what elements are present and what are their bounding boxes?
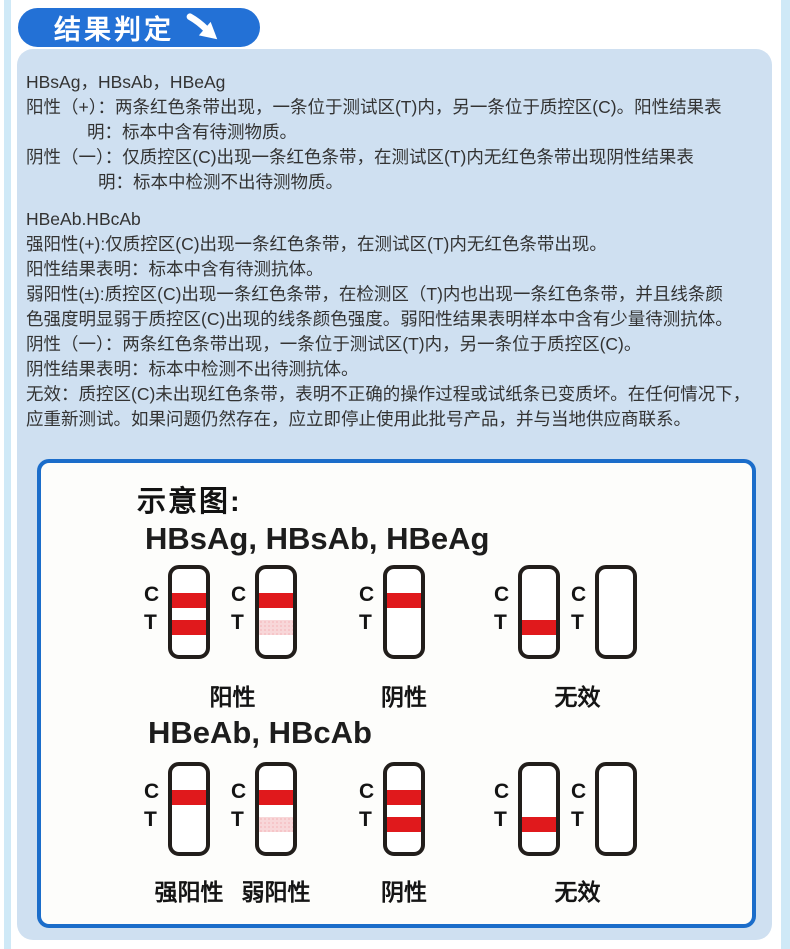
strip-cassette xyxy=(518,762,560,856)
result-section-heading: HBsAg，HBsAb，HBeAg xyxy=(26,72,226,92)
test-line-label: T xyxy=(571,808,584,831)
diagram-title: 示意图: xyxy=(137,486,242,518)
result-text-line: 阴性结果表明：标本中检测不出待测抗体。 xyxy=(26,359,359,379)
strip-result-caption: 阴性 xyxy=(381,684,427,710)
strip-cassette xyxy=(168,762,210,856)
control-band xyxy=(172,593,206,608)
result-text-line: 应重新测试。如果问题仍然存在，应立即停止使用此批号产品，并与当地供应商联系。 xyxy=(26,409,691,429)
result-text-line: 色强度明显弱于质控区(C)出现的线条颜色强度。弱阳性结果表明样本中含有少量待测抗… xyxy=(26,309,733,329)
result-section: HBsAg，HBsAb，HBeAg 阳性（+）：两条红色条带出现，一条位于测试区(… xyxy=(26,70,770,195)
result-text-line: 阴性（一）：两条红色条带出现，一条位于测试区(T)内，另一条位于质控区(C)。 xyxy=(26,334,642,354)
control-line-label: C xyxy=(144,583,160,606)
test-band xyxy=(387,817,421,832)
control-line-label: C xyxy=(231,780,247,803)
test-line-label: T xyxy=(359,808,372,831)
section-header-pill: 结果判定 xyxy=(18,8,260,47)
control-band xyxy=(387,593,421,608)
control-line-label: C xyxy=(571,583,587,606)
control-line-label: C xyxy=(494,583,510,606)
result-text-line: 阴性（一）：仅质控区(C)出现一条红色条带，在测试区(T)内无红色条带出现阴性结… xyxy=(26,147,694,167)
control-line-label: C xyxy=(359,780,375,803)
diagram-group-heading: HBeAb, HBcAb xyxy=(148,715,372,750)
test-line-label: T xyxy=(571,611,584,634)
control-line-label: C xyxy=(571,780,587,803)
strip-result-caption: 无效 xyxy=(554,879,601,905)
test-line-label: T xyxy=(144,611,157,634)
control-line-label: C xyxy=(144,780,160,803)
strip-cassette xyxy=(168,565,210,659)
result-section: HBeAb.HBcAb 强阳性(+):仅质控区(C)出现一条红色条带，在测试区(T… xyxy=(26,207,770,432)
result-text-line: 明：标本中检测不出待测物质。 xyxy=(98,172,343,192)
control-band xyxy=(172,790,206,805)
result-text-line: 阳性（+）：两条红色条带出现，一条位于测试区(T)内，另一条位于质控区(C)。阳… xyxy=(26,97,722,117)
section-title: 结果判定 xyxy=(54,15,174,45)
strip-cassette xyxy=(383,762,425,856)
test-band xyxy=(259,817,293,832)
control-line-label: C xyxy=(359,583,375,606)
left-edge-stripe xyxy=(4,0,11,949)
test-band xyxy=(259,620,293,635)
test-line-label: T xyxy=(359,611,372,634)
strip-cassette xyxy=(383,565,425,659)
right-edge-stripe xyxy=(781,0,790,949)
strip-result-caption: 强阳性 xyxy=(154,879,224,905)
result-text-line: 弱阳性(±):质控区(C)出现一条红色条带，在检测区（T)内也出现一条红色条带，… xyxy=(26,284,723,304)
strip-result-caption: 无效 xyxy=(554,684,601,710)
strip-result-caption: 弱阳性 xyxy=(241,879,311,905)
strip-cassette xyxy=(255,565,297,659)
test-line-label: T xyxy=(144,808,157,831)
strip-result-caption: 阴性 xyxy=(381,879,427,905)
strip-result-caption: 阳性 xyxy=(209,684,256,710)
test-band xyxy=(522,620,556,635)
result-text-line: 明：标本中含有待测物质。 xyxy=(87,122,297,142)
strip-cassette xyxy=(595,762,637,856)
test-line-label: T xyxy=(231,808,244,831)
result-text-line: 无效：质控区(C)未出现红色条带，表明不正确的操作过程或试纸条已变质坏。在任何情… xyxy=(26,384,751,404)
test-band xyxy=(172,620,206,635)
control-band xyxy=(387,790,421,805)
result-text-line: 阳性结果表明：标本中含有待测抗体。 xyxy=(26,259,324,279)
arrow-down-right-icon xyxy=(186,12,218,39)
result-text-line: 强阳性(+):仅质控区(C)出现一条红色条带，在测试区(T)内无红色条带出现。 xyxy=(26,234,607,254)
result-section-heading: HBeAb.HBcAb xyxy=(26,209,141,229)
test-line-label: T xyxy=(494,611,507,634)
result-interpretation-text: HBsAg，HBsAb，HBeAg 阳性（+）：两条红色条带出现，一条位于测试区(… xyxy=(26,70,770,432)
test-line-label: T xyxy=(231,611,244,634)
control-line-label: C xyxy=(494,780,510,803)
strip-cassette xyxy=(518,565,560,659)
control-line-label: C xyxy=(231,583,247,606)
strip-cassette xyxy=(255,762,297,856)
control-band xyxy=(259,593,293,608)
diagram-group-heading: HBsAg, HBsAb, HBeAg xyxy=(145,521,490,556)
test-line-label: T xyxy=(494,808,507,831)
strip-cassette xyxy=(595,565,637,659)
test-band xyxy=(522,817,556,832)
control-band xyxy=(259,790,293,805)
